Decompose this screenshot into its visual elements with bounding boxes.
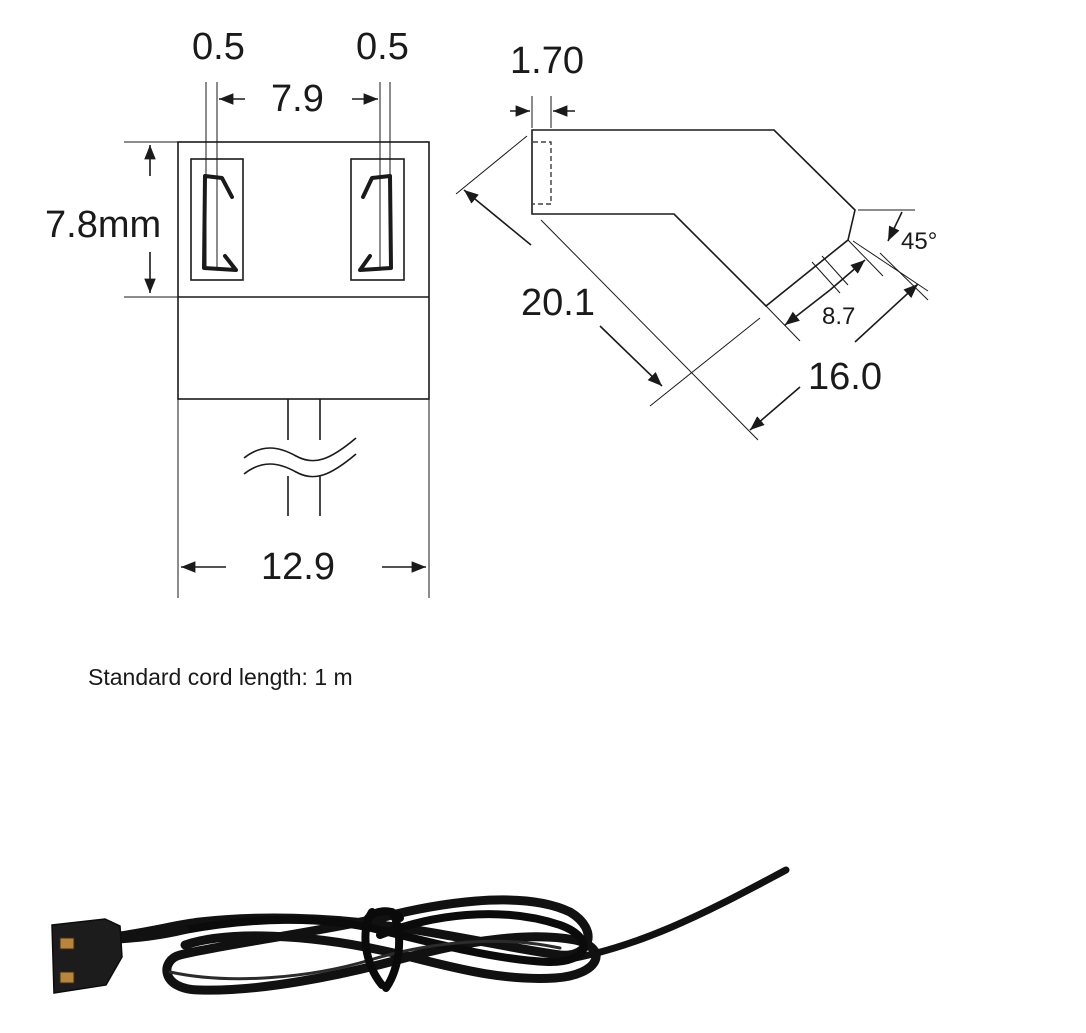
length-arrow-lower [599, 325, 663, 387]
angle-arrow [887, 211, 903, 242]
hidden-pin-outline [533, 141, 552, 205]
side-profile-outline [531, 129, 856, 308]
cable-product-image [51, 866, 790, 995]
depth-arrow-lower [749, 386, 801, 431]
front-view [124, 82, 430, 598]
cord-length-caption: Standard cord length: 1 m [88, 664, 353, 690]
depth-arrow-upper [854, 283, 919, 343]
right-pin-window [350, 158, 405, 281]
left-pin-contact-shape [202, 174, 238, 272]
pin-width-right-label: 0.5 [356, 26, 409, 68]
right-pin-contact-shape [358, 174, 393, 272]
length-arrow-upper [463, 189, 532, 246]
thickness-label: 1.70 [510, 40, 584, 82]
height-label: 7.8mm [45, 204, 161, 246]
cable-twist-tie [361, 907, 404, 992]
tip-width-label: 8.7 [822, 303, 855, 330]
depth-label: 16.0 [808, 356, 882, 398]
pin-width-left-label: 0.5 [192, 26, 245, 68]
pin-spacing-label: 7.9 [271, 78, 324, 120]
cable-tail [548, 866, 790, 966]
length-label: 20.1 [521, 282, 595, 324]
cable-connector [51, 918, 123, 994]
connector-body-outline [177, 141, 430, 400]
tip-width-arrow-lower [784, 289, 831, 326]
tip-width-arrow-upper [829, 259, 866, 291]
connector-pin-bottom [59, 971, 75, 984]
side-view [455, 96, 929, 441]
angle-label: 45° [901, 228, 937, 255]
width-label: 12.9 [261, 546, 335, 588]
cable-break-symbol [243, 437, 357, 462]
connector-pin-top [59, 937, 75, 950]
